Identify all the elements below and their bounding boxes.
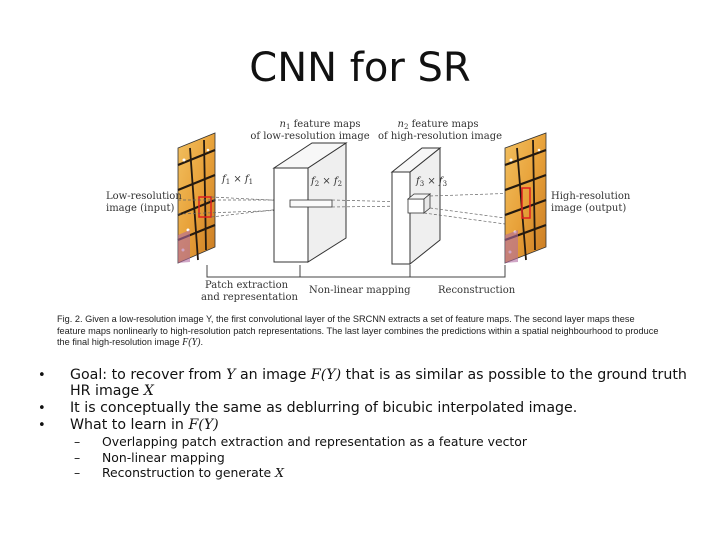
filter-2-label: f2 × f2 (310, 176, 342, 188)
stage-1-line1: Patch extraction (205, 280, 289, 291)
sub-bullet-dash: – (74, 449, 81, 465)
input-patch (198, 196, 212, 218)
right-label-line2: image (output) (551, 203, 626, 214)
left-label-line1: Low-resolution (106, 191, 182, 202)
top-label-2: n2 feature maps (398, 119, 479, 131)
sub-bullet-reconstruction: – Reconstruction to generate X (74, 465, 284, 480)
feature-map-box-2 (390, 146, 442, 266)
sub-bullet-dash: – (74, 465, 81, 480)
bullet-goal: • Goal: to recover from Y an image F(Y) … (38, 367, 687, 399)
bullet-dot: • (38, 418, 46, 433)
feature-map-box-1 (272, 142, 348, 263)
sub-bullet-patch-extraction: – Overlapping patch extraction and repre… (74, 434, 527, 449)
filter-1-label: f1 × f1 (221, 174, 253, 186)
caption-line-1: Fig. 2. Given a low-resolution image Y, … (57, 314, 635, 324)
top-label-1-line2: of low-resolution image (250, 131, 369, 142)
top-label-2-line2: of high-resolution image (378, 131, 502, 142)
stage-1-line2: and representation (201, 292, 298, 303)
box-1-slab (289, 199, 333, 208)
input-image (177, 132, 216, 264)
sub-bullet-nonlinear: – Non-linear mapping (74, 449, 225, 465)
output-patch (521, 187, 531, 219)
figure-caption: Fig. 2. Given a low-resolution image Y, … (57, 314, 707, 349)
filter-3-label: f3 × f3 (415, 176, 447, 188)
output-image (504, 132, 547, 264)
caption-line-2: feature maps nonlinearly to high-resolut… (57, 325, 659, 336)
bullet-list: • Goal: to recover from Y an image F(Y) … (36, 367, 696, 481)
bullet-deblurring: • It is conceptually the same as deblurr… (38, 400, 578, 416)
srcnn-diagram: n1 feature maps of low-resolution image … (106, 119, 631, 303)
bullet-dot: • (38, 401, 46, 416)
right-label-line1: High-resolution (551, 191, 631, 202)
stage-3-label: Reconstruction (438, 285, 516, 296)
left-label-line2: image (input) (106, 203, 175, 214)
slide-title: CNN for SR (249, 45, 471, 91)
box-2-cube-front (407, 198, 425, 214)
top-label-1: n1 feature maps (280, 119, 361, 131)
bullet-what-to-learn: • What to learn in F(Y) (38, 417, 219, 433)
sub-bullet-dash: – (74, 434, 81, 449)
bullet-dot: • (38, 368, 46, 383)
caption-line-3: the final high-resolution image F(Y). (57, 337, 204, 348)
stage-2-label: Non-linear mapping (309, 285, 411, 296)
